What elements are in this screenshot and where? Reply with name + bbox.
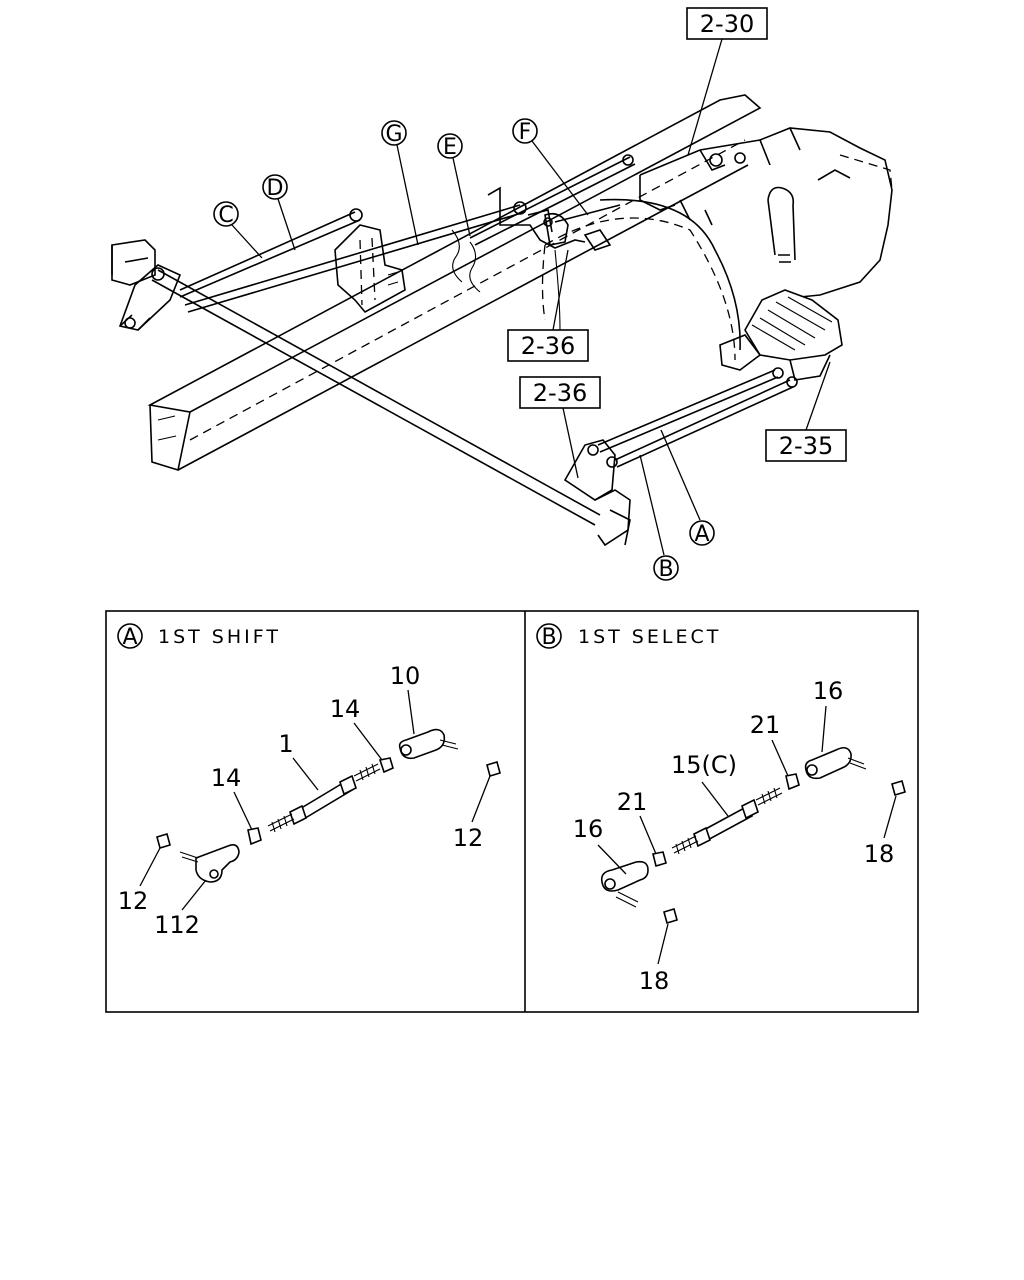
nut-part-14-lower xyxy=(247,827,262,846)
part-number-18-right: 18 xyxy=(864,840,895,868)
shift-lever xyxy=(719,186,843,381)
callout-f: F xyxy=(512,118,589,216)
svg-text:D: D xyxy=(267,176,284,201)
panel-a-parts: 10 14 1 14 12 12 112 xyxy=(118,662,501,939)
svg-text:C: C xyxy=(218,203,233,228)
clutch-housing xyxy=(541,198,741,361)
callout-g: G xyxy=(381,120,419,246)
svg-text:A: A xyxy=(122,625,137,650)
rod-end-part-16-upper xyxy=(804,746,867,780)
part-number-21-upper: 21 xyxy=(750,711,781,739)
rod-part-15 xyxy=(671,787,783,855)
cross-shaft xyxy=(151,267,601,526)
break-lines xyxy=(451,229,481,293)
frame-rail xyxy=(147,94,762,472)
part-number-16-upper: 16 xyxy=(813,677,844,705)
part-number-15c: 15(C) xyxy=(671,751,737,779)
svg-text:E: E xyxy=(443,135,457,160)
callout-b: B xyxy=(639,454,679,582)
part-number-16-lower: 16 xyxy=(573,815,604,843)
transmission-body xyxy=(639,127,893,299)
panel-b-header: B 1ST SELECT xyxy=(536,623,721,650)
ref-box-2-30: 2-30 xyxy=(686,7,768,156)
ref-box-2-35: 2-35 xyxy=(765,361,847,462)
svg-text:F: F xyxy=(519,120,532,145)
part-number-112: 112 xyxy=(154,911,200,939)
rod-part-1 xyxy=(267,763,381,833)
part-number-12-left: 12 xyxy=(118,887,149,915)
callout-d: D xyxy=(262,174,296,251)
panel-a-header: A 1ST SHIFT xyxy=(117,623,281,650)
panel-b-parts: 16 21 15(C) 21 16 18 18 xyxy=(573,677,906,995)
nut-part-21-lower xyxy=(652,851,667,868)
rod-end-part-10 xyxy=(398,728,459,760)
svg-text:B: B xyxy=(541,625,556,650)
mid-bracket xyxy=(334,224,406,314)
nut-part-12-right xyxy=(486,760,501,778)
part-number-14-upper: 14 xyxy=(330,695,361,723)
part-number-12-right: 12 xyxy=(453,824,484,852)
left-bellcrank xyxy=(111,239,182,331)
lower-bracket xyxy=(563,439,631,547)
overview-assembly: 2-30 2-36 2-36 2-35 A B xyxy=(111,7,893,582)
nut-part-18-bottom xyxy=(663,907,678,925)
rod-end-part-112 xyxy=(179,844,240,883)
nut-part-12-left xyxy=(156,832,171,850)
part-number-1: 1 xyxy=(278,730,293,758)
svg-text:G: G xyxy=(385,122,402,147)
callout-e: E xyxy=(437,133,471,237)
ref-box-2-36-lower: 2-36 xyxy=(519,376,601,479)
callout-a: A xyxy=(660,429,715,547)
ref-box-2-36-upper: 2-36 xyxy=(507,249,589,362)
nut-part-21-upper xyxy=(785,773,800,791)
part-number-18-bottom: 18 xyxy=(639,967,670,995)
svg-text:1ST SHIFT: 1ST SHIFT xyxy=(158,626,281,648)
svg-text:2-36: 2-36 xyxy=(521,332,575,360)
svg-text:2-36: 2-36 xyxy=(533,379,587,407)
svg-text:2-30: 2-30 xyxy=(700,10,754,38)
part-number-21-lower: 21 xyxy=(617,788,648,816)
svg-text:2-35: 2-35 xyxy=(779,432,833,460)
nut-part-14-upper xyxy=(378,757,394,774)
rod-end-part-16-lower xyxy=(600,860,649,908)
detail-panels: A 1ST SHIFT B 1ST SELECT xyxy=(105,610,919,1013)
svg-text:A: A xyxy=(694,522,709,547)
svg-text:1ST SELECT: 1ST SELECT xyxy=(578,626,721,648)
upper-bracket xyxy=(487,186,586,249)
svg-text:B: B xyxy=(658,557,673,582)
callout-c: C xyxy=(213,201,263,259)
part-number-10: 10 xyxy=(390,662,421,690)
nut-part-18-right xyxy=(891,779,906,797)
lower-rods xyxy=(597,367,798,468)
part-number-14-lower: 14 xyxy=(211,764,242,792)
